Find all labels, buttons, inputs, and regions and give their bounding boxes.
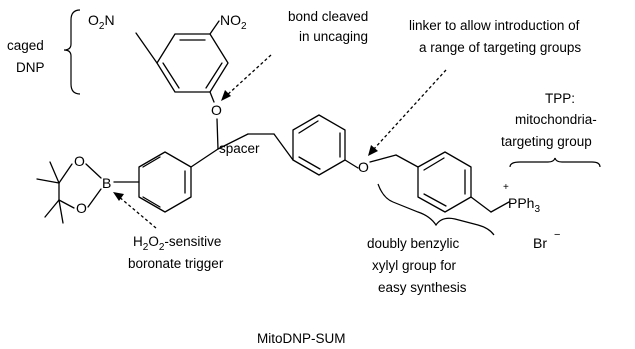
boronate-oxygen-top: O [74, 153, 85, 169]
boronate-trigger-label: boronate trigger [128, 256, 224, 271]
central-chain [190, 118, 294, 168]
nitro-group-right: NO2 [220, 12, 247, 32]
dinitrophenyl-ring [135, 20, 229, 103]
ether-oxygen-dnp: O [211, 102, 222, 118]
bond-cleaved-label-line2: in uncaging [299, 29, 368, 44]
bond-cleaved-label-line1: bond cleaved [288, 9, 368, 24]
h2o2-sensitive-label: H2O2-sensitive [133, 234, 221, 253]
arrow-linker [368, 69, 447, 156]
tpp-label-line1: TPP: [545, 91, 575, 106]
caged-dnp-brace [63, 9, 81, 95]
boron-atom: B [102, 175, 111, 191]
negative-charge: − [554, 229, 560, 241]
xylyl-brace [377, 183, 495, 236]
xylyl-group [369, 151, 510, 213]
spacer-label: spacer [219, 141, 260, 156]
linker-label-line1: linker to allow introduction of [409, 18, 580, 33]
phosphonium-group: PPh3 [508, 195, 540, 215]
arrow-bond-cleaved [221, 54, 272, 101]
xylyl-label-line1: doubly benzylic [367, 236, 460, 251]
caged-label-line1: caged [7, 38, 44, 53]
xylyl-label-line3: easy synthesis [378, 280, 467, 295]
boronate-oxygen-bottom: O [76, 200, 87, 216]
tpp-brace [509, 157, 601, 168]
phenyl-ring-left [113, 151, 192, 213]
xylyl-label-line2: xylyl group for [372, 258, 457, 273]
linker-label-line2: a range of targeting groups [419, 40, 581, 55]
caged-label-line2: DNP [16, 60, 45, 75]
ether-oxygen-linker: O [358, 159, 369, 175]
tpp-label-line3: targeting group [501, 134, 592, 149]
nitro-group-left: O2N [88, 12, 115, 32]
arrow-boronate-trigger [113, 192, 157, 229]
bromide-counterion: Br [533, 235, 547, 251]
compound-name: MitoDNP-SUM [257, 331, 346, 346]
phenyl-ring-middle [292, 114, 359, 176]
pinacol-boronate [36, 161, 102, 224]
positive-charge: + [503, 182, 509, 193]
tpp-label-line2: mitochondria- [515, 112, 597, 127]
